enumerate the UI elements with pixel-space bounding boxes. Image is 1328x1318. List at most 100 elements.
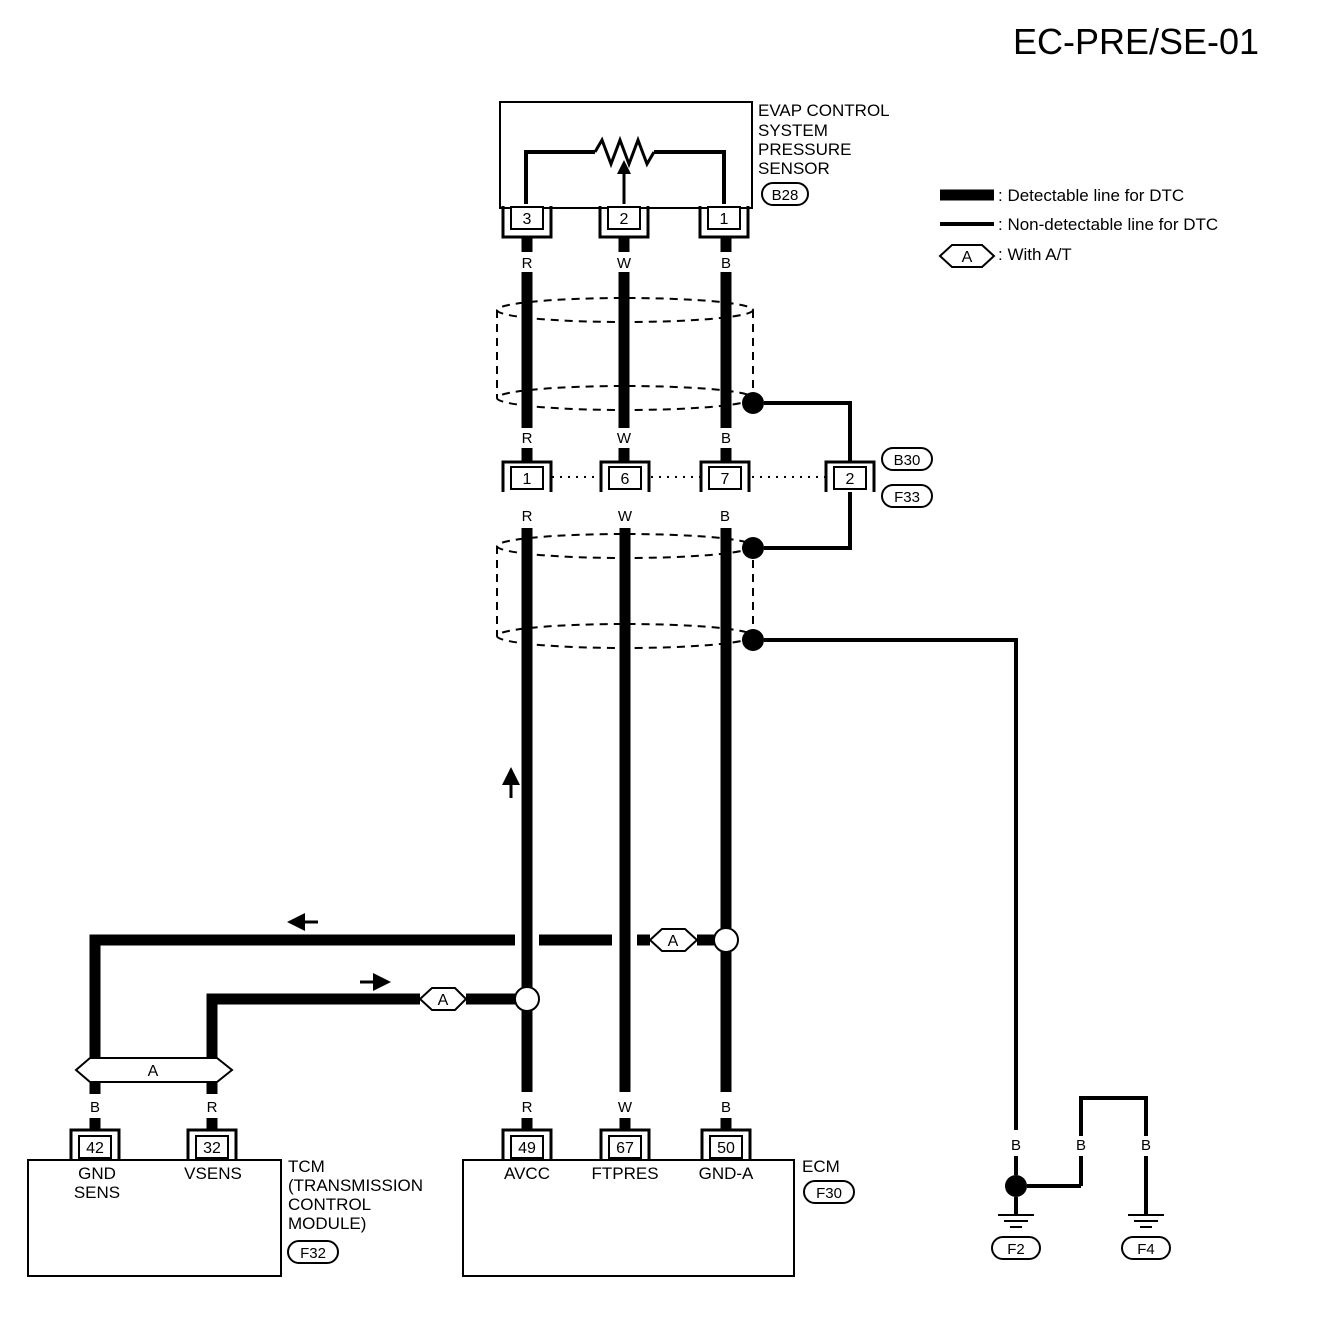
connector-b30-label: B30 xyxy=(894,452,921,469)
legend: : Detectable line for DTC : Non-detectab… xyxy=(938,186,1218,268)
legend-non-detectable: : Non-detectable line for DTC xyxy=(998,215,1218,234)
option-connector-bar: A B R xyxy=(74,1057,234,1130)
option-marker-1-label: A xyxy=(668,933,679,950)
wire-color-r: R xyxy=(522,430,533,447)
wire-color-w: W xyxy=(617,255,632,272)
connector-badge-f33 xyxy=(881,484,933,508)
tcm-module: 42 32 GND SENS VSENS TCM (TRANSMISSION C… xyxy=(27,1128,423,1277)
ground-badge-f4 xyxy=(1121,1236,1171,1260)
ecm-terminal-avcc: AVCC xyxy=(504,1164,550,1183)
wire-color-b: B xyxy=(1011,1137,1021,1154)
ground-splice xyxy=(1005,1175,1027,1197)
ecm-terminal-gnd-a: GND-A xyxy=(699,1164,754,1183)
lower-harness: R W B A A xyxy=(89,492,1018,1130)
shield-drain-splice-2 xyxy=(742,537,764,559)
sensor-pin-3-label: 3 xyxy=(523,211,532,228)
ecm-pin-50-label: 50 xyxy=(717,1140,735,1157)
shield-drain-splice-1 xyxy=(742,392,764,414)
ground-icon-f4 xyxy=(1128,1214,1164,1228)
connector-f33-label: F33 xyxy=(894,489,920,506)
wire-color-w: W xyxy=(617,430,632,447)
tcm-label-4: MODULE) xyxy=(288,1214,366,1233)
option-marker-with-at-2 xyxy=(418,987,468,1011)
ground-icon-f2 xyxy=(998,1214,1034,1228)
evap-pressure-sensor: EVAP CONTROL SYSTEM PRESSURE SENSOR B28 … xyxy=(499,101,890,239)
wire-color-b: B xyxy=(720,508,730,525)
joint-connector: 1 6 7 2 B30 F33 xyxy=(501,447,933,508)
drain-wire-from-joint xyxy=(764,492,852,550)
wire-color-b: B xyxy=(721,1099,731,1116)
wire-color-w: W xyxy=(618,508,633,525)
sensor-internal-line-right xyxy=(654,150,726,204)
sensor-label-2: SYSTEM xyxy=(758,121,828,140)
page-title: EC-PRE/SE-01 xyxy=(1013,21,1259,62)
option-marker-with-at-1 xyxy=(648,928,699,952)
sensor-pin-2-label: 2 xyxy=(620,211,629,228)
connector-badge-b30 xyxy=(881,447,933,471)
tcm-label-2: (TRANSMISSION xyxy=(288,1176,423,1195)
joint-pin-6-label: 6 xyxy=(621,471,630,488)
wire-color-r: R xyxy=(207,1099,218,1116)
ground-section: B B B F2 F4 xyxy=(991,1096,1171,1260)
splice-b-wire xyxy=(713,927,739,953)
tcm-label-3: CONTROL xyxy=(288,1195,371,1214)
ecm-pin-49-label: 49 xyxy=(518,1140,536,1157)
splice-r-wire xyxy=(514,986,540,1012)
connector-f30-label: F30 xyxy=(816,1185,842,1202)
tcm-terminal-sens: SENS xyxy=(74,1183,120,1202)
ecm-terminal-ftpres: FTPRES xyxy=(591,1164,658,1183)
sensor-label-3: PRESSURE xyxy=(758,140,852,159)
wire-color-b: B xyxy=(721,255,731,272)
connector-badge-b28 xyxy=(761,182,809,206)
sensor-label-4: SENSOR xyxy=(758,159,830,178)
option-bar-label: A xyxy=(148,1063,159,1080)
connector-f32-label: F32 xyxy=(300,1245,326,1262)
wire-color-r: R xyxy=(522,255,533,272)
ground-jumper-wire xyxy=(1079,1096,1148,1136)
ground-f2-label: F2 xyxy=(1007,1241,1025,1258)
ecm-module: 49 67 50 AVCC FTPRES GND-A ECM F30 xyxy=(462,1128,855,1277)
ecm-label: ECM xyxy=(802,1157,840,1176)
joint-pin-6: 6 xyxy=(599,460,651,492)
ecm-pin-50: 50 xyxy=(700,1128,752,1160)
wire-color-r: R xyxy=(522,508,533,525)
tcm-terminal-vsens: VSENS xyxy=(184,1164,242,1183)
joint-pin-7: 7 xyxy=(699,460,751,492)
upper-harness: R W B R W B xyxy=(496,238,852,462)
joint-pin-7-label: 7 xyxy=(721,471,730,488)
variable-resistor-icon xyxy=(593,135,656,169)
ground-f4-label: F4 xyxy=(1137,1241,1155,1258)
wire-color-b: B xyxy=(90,1099,100,1116)
joint-pin-2: 2 xyxy=(824,460,876,492)
wire-color-r: R xyxy=(522,1099,533,1116)
ecm-pin-67: 67 xyxy=(599,1128,651,1160)
tcm-pin-32: 32 xyxy=(186,1128,238,1160)
wire-color-b: B xyxy=(1141,1137,1151,1154)
tcm-pin-42: 42 xyxy=(69,1128,121,1160)
connector-badge-f32 xyxy=(287,1240,339,1264)
sensor-pin-3: 3 xyxy=(501,206,553,239)
legend-option-marker-icon xyxy=(938,244,996,268)
tcm-terminal-gnd: GND xyxy=(78,1164,116,1183)
sensor-pin-2: 2 xyxy=(598,206,650,239)
legend-option-letter: A xyxy=(962,249,973,266)
sensor-label-1: EVAP CONTROL xyxy=(758,101,890,120)
tcm-pin-32-label: 32 xyxy=(203,1140,221,1157)
option-marker-2-label: A xyxy=(438,992,449,1009)
joint-pin-2-label: 2 xyxy=(846,471,855,488)
wire-color-w: W xyxy=(618,1099,633,1116)
shield-drain-splice-3 xyxy=(742,629,764,651)
legend-with-at: : With A/T xyxy=(998,245,1072,264)
wire-color-b: B xyxy=(721,430,731,447)
wire-color-b: B xyxy=(1076,1137,1086,1154)
joint-pin-1: 1 xyxy=(501,460,553,492)
tcm-box xyxy=(27,1159,282,1277)
ground-badge-f2 xyxy=(991,1236,1041,1260)
drain-wire-to-joint xyxy=(764,401,852,462)
sensor-pin-1-label: 1 xyxy=(720,211,729,228)
tcm-pin-42-label: 42 xyxy=(86,1140,104,1157)
drain-wire-to-ground xyxy=(764,638,1018,1130)
sensor-internal-line-left xyxy=(524,150,595,204)
sensor-pin-1: 1 xyxy=(698,206,750,239)
tcm-label-1: TCM xyxy=(288,1157,325,1176)
